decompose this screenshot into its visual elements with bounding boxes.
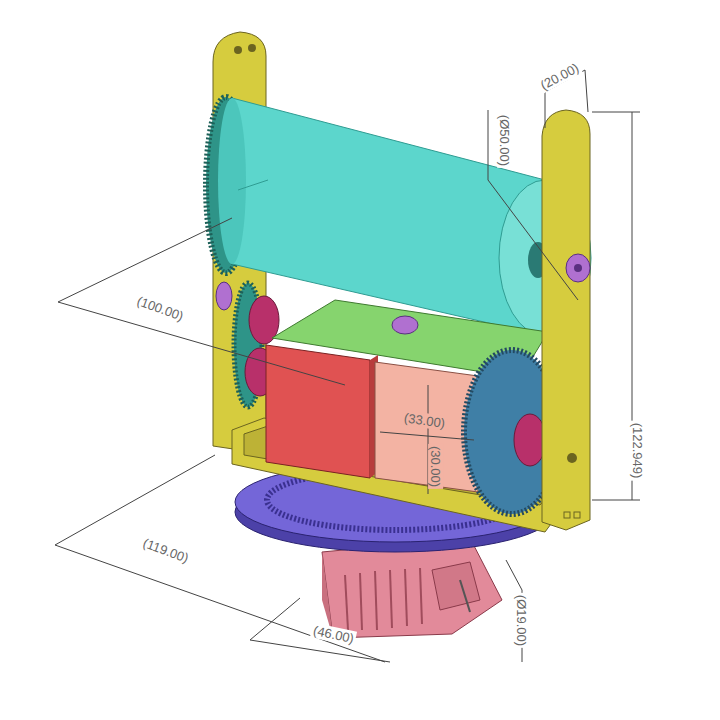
dimension-label: (30.00): [428, 443, 443, 488]
dimension-label: (Ø50.00): [498, 112, 513, 167]
dimension-label: (20.00): [537, 59, 584, 93]
bushing: [392, 316, 418, 334]
dimension-label: (Ø19.00): [515, 592, 530, 647]
camera-cylinder: [218, 98, 591, 336]
tilt-gear: [206, 97, 246, 273]
right-plate: [542, 110, 590, 530]
dimension-lines: [55, 70, 640, 662]
dimension-label: (122.949): [631, 420, 646, 480]
dimension-label: (100.00): [133, 292, 187, 324]
servo-left: [266, 345, 378, 478]
base-mount: [322, 538, 502, 638]
dimension-label: (119.00): [139, 534, 192, 566]
